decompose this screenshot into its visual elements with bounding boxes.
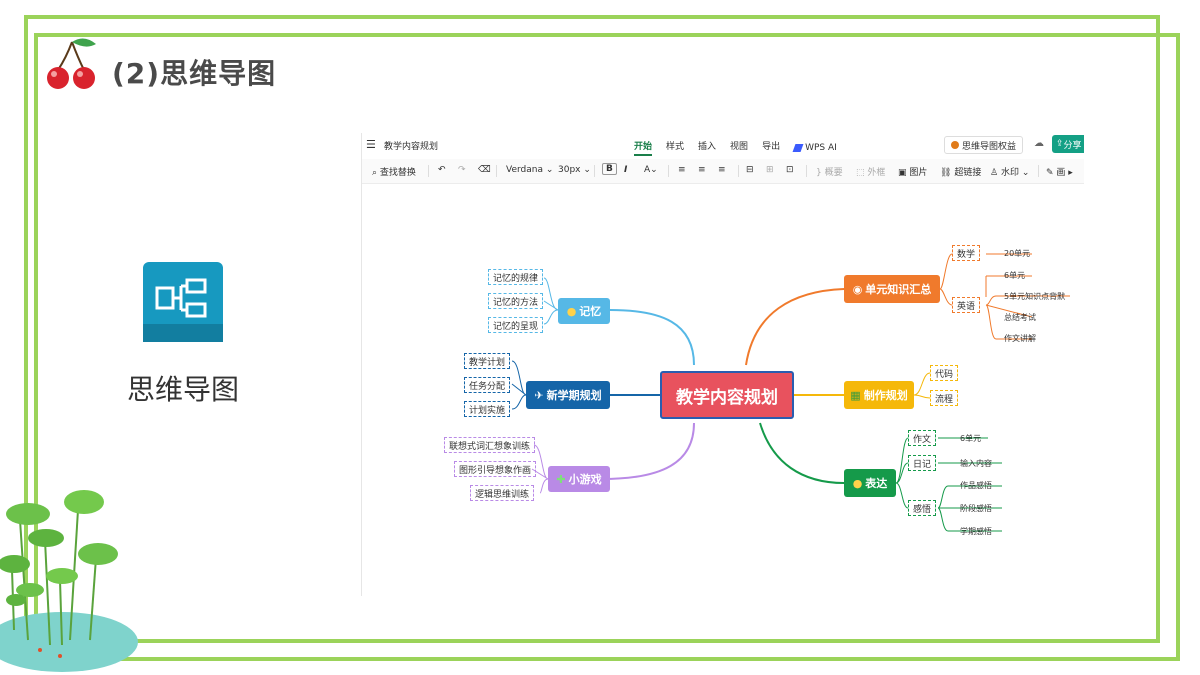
app-label: 思维导图 bbox=[126, 373, 239, 406]
benefit-button[interactable]: 思维导图权益 bbox=[944, 136, 1024, 154]
mindmap-app-window: ☰ 教学内容规划 开始 样式 插入 视图 导出 WPS AI 思维导图权益 ☁ … bbox=[361, 133, 1084, 596]
watermark-button[interactable]: ♙ 水印 ⌄ bbox=[990, 168, 1030, 178]
tab-style[interactable]: 样式 bbox=[666, 142, 685, 152]
node-math-unit20[interactable]: 20单元 bbox=[1004, 249, 1031, 258]
redo-icon[interactable]: ↷ bbox=[458, 165, 466, 175]
slide-border-outer bbox=[24, 15, 1160, 643]
bold-icon[interactable]: B bbox=[602, 163, 617, 175]
link-icon: ⛓ bbox=[940, 168, 952, 178]
node-feeling[interactable]: 感悟 bbox=[908, 500, 937, 516]
node-diary[interactable]: 日记 bbox=[908, 455, 937, 471]
node-semester[interactable]: ✈新学期规划 bbox=[526, 381, 610, 409]
summary-button[interactable]: } 概要 bbox=[816, 168, 843, 178]
font-size-select[interactable]: 30px ⌄ bbox=[558, 165, 591, 175]
paint-icon: ✎ bbox=[1046, 168, 1054, 178]
share-icon: ⇪ bbox=[1056, 139, 1064, 149]
node-task-assign[interactable]: 任务分配 bbox=[464, 377, 511, 393]
node-memory-method[interactable]: 记忆的方法 bbox=[488, 293, 544, 309]
bulb-icon: ● bbox=[852, 476, 863, 490]
node-game-drawing[interactable]: 图形引导想象作画 bbox=[454, 461, 537, 477]
cloud-sync-icon[interactable]: ☁ bbox=[1034, 138, 1044, 149]
summary-icon: } bbox=[816, 168, 822, 178]
node-english-essay[interactable]: 作文讲解 bbox=[1004, 334, 1036, 343]
node-expression[interactable]: ●表达 bbox=[844, 469, 896, 497]
italic-icon[interactable]: I bbox=[624, 165, 628, 175]
find-replace-button[interactable]: ⌕ 查找替换 bbox=[372, 168, 416, 178]
node-feeling-term[interactable]: 学期感悟 bbox=[960, 527, 992, 536]
tab-export[interactable]: 导出 bbox=[762, 142, 781, 152]
watermark-icon: ♙ bbox=[990, 168, 999, 178]
align-center-icon[interactable]: ≡ bbox=[698, 165, 706, 175]
puzzle-icon: ✚ bbox=[556, 472, 566, 486]
bulb-icon: ● bbox=[566, 304, 577, 318]
node-minigame[interactable]: ✚小游戏 bbox=[548, 466, 610, 492]
node-process[interactable]: 流程 bbox=[930, 390, 959, 406]
image-icon: ▣ bbox=[898, 168, 907, 178]
node-code[interactable]: 代码 bbox=[930, 365, 959, 381]
outer-frame-button[interactable]: ⬚ 外框 bbox=[856, 168, 886, 178]
rocket-icon: ✈ bbox=[534, 388, 544, 402]
font-select[interactable]: Verdana ⌄ bbox=[506, 165, 554, 175]
node-essay-unit6[interactable]: 6单元 bbox=[960, 434, 982, 443]
lotus-leaf-decoration bbox=[0, 490, 138, 672]
node-feeling-stage[interactable]: 阶段感悟 bbox=[960, 504, 992, 513]
mindmap-center-node[interactable]: 教学内容规划 bbox=[660, 371, 794, 419]
ribbon-tabs: 开始 样式 插入 视图 导出 WPS AI bbox=[634, 139, 837, 156]
align-right-icon[interactable]: ≡ bbox=[718, 165, 726, 175]
wps-ai-button[interactable]: WPS AI bbox=[792, 139, 837, 156]
insert-parent-icon[interactable]: ⊡ bbox=[786, 165, 794, 175]
slide-title: (2)思维导图 bbox=[112, 57, 277, 90]
node-teaching-plan[interactable]: 教学计划 bbox=[464, 353, 511, 369]
node-feeling-work[interactable]: 作品感悟 bbox=[960, 481, 992, 490]
tab-insert[interactable]: 插入 bbox=[698, 142, 717, 152]
node-essay[interactable]: 作文 bbox=[908, 430, 937, 446]
node-memory-present[interactable]: 记忆的呈现 bbox=[488, 317, 544, 333]
image-button[interactable]: ▣ 图片 bbox=[898, 168, 928, 178]
benefit-icon bbox=[951, 141, 959, 149]
frame-icon: ⬚ bbox=[856, 168, 865, 178]
tab-start[interactable]: 开始 bbox=[634, 139, 653, 156]
slide-border-inner bbox=[34, 33, 1180, 661]
node-math[interactable]: 数学 bbox=[952, 245, 981, 261]
menu-icon[interactable]: ☰ bbox=[366, 138, 376, 151]
mindmap-connectors bbox=[511, 253, 1070, 532]
node-unit-summary[interactable]: ◉单元知识汇总 bbox=[844, 275, 940, 303]
globe-icon: ◉ bbox=[852, 282, 863, 296]
toolbox-icon: ▦ bbox=[850, 388, 861, 402]
share-button[interactable]: ⇪分享 bbox=[1052, 135, 1084, 153]
node-math-unit6[interactable]: 6单元 bbox=[1004, 271, 1026, 280]
node-english[interactable]: 英语 bbox=[952, 297, 981, 313]
hyperlink-button[interactable]: ⛓ 超链接 bbox=[940, 168, 982, 178]
cherry-icon bbox=[47, 38, 96, 89]
paint-button[interactable]: ✎ 画 ▸ bbox=[1046, 168, 1073, 178]
mindmap-app-icon[interactable] bbox=[143, 262, 223, 342]
format-painter-icon[interactable]: ⌫ bbox=[478, 165, 491, 175]
align-left-icon[interactable]: ≡ bbox=[678, 165, 686, 175]
tab-view[interactable]: 视图 bbox=[730, 142, 749, 152]
node-game-association[interactable]: 联想式词汇想象训练 bbox=[444, 437, 536, 453]
font-color-icon[interactable]: A⌄ bbox=[644, 165, 658, 175]
title-bar: ☰ 教学内容规划 开始 样式 插入 视图 导出 WPS AI 思维导图权益 ☁ … bbox=[362, 133, 1084, 157]
node-diary-input[interactable]: 输入内容 bbox=[960, 459, 992, 468]
node-english-recite[interactable]: 5单元知识点背默 bbox=[1004, 292, 1066, 301]
node-english-exam[interactable]: 总结考试 bbox=[1004, 313, 1036, 322]
insert-sibling-icon[interactable]: ⊞ bbox=[766, 165, 774, 175]
search-icon: ⌕ bbox=[372, 168, 378, 178]
document-title: 教学内容规划 bbox=[384, 142, 439, 152]
node-production-plan[interactable]: ▦制作规划 bbox=[844, 381, 914, 409]
node-plan-execute[interactable]: 计划实施 bbox=[464, 401, 511, 417]
node-memory[interactable]: ●记忆 bbox=[558, 298, 610, 324]
node-game-logic[interactable]: 逻辑思维训练 bbox=[470, 485, 535, 501]
insert-child-icon[interactable]: ⊟ bbox=[746, 165, 754, 175]
formatting-toolbar: ⌕ 查找替换 ↶ ↷ ⌫ Verdana ⌄ 30px ⌄ B I A⌄ ≡ ≡… bbox=[362, 159, 1084, 184]
undo-icon[interactable]: ↶ bbox=[438, 165, 446, 175]
node-memory-rule[interactable]: 记忆的规律 bbox=[488, 269, 544, 285]
